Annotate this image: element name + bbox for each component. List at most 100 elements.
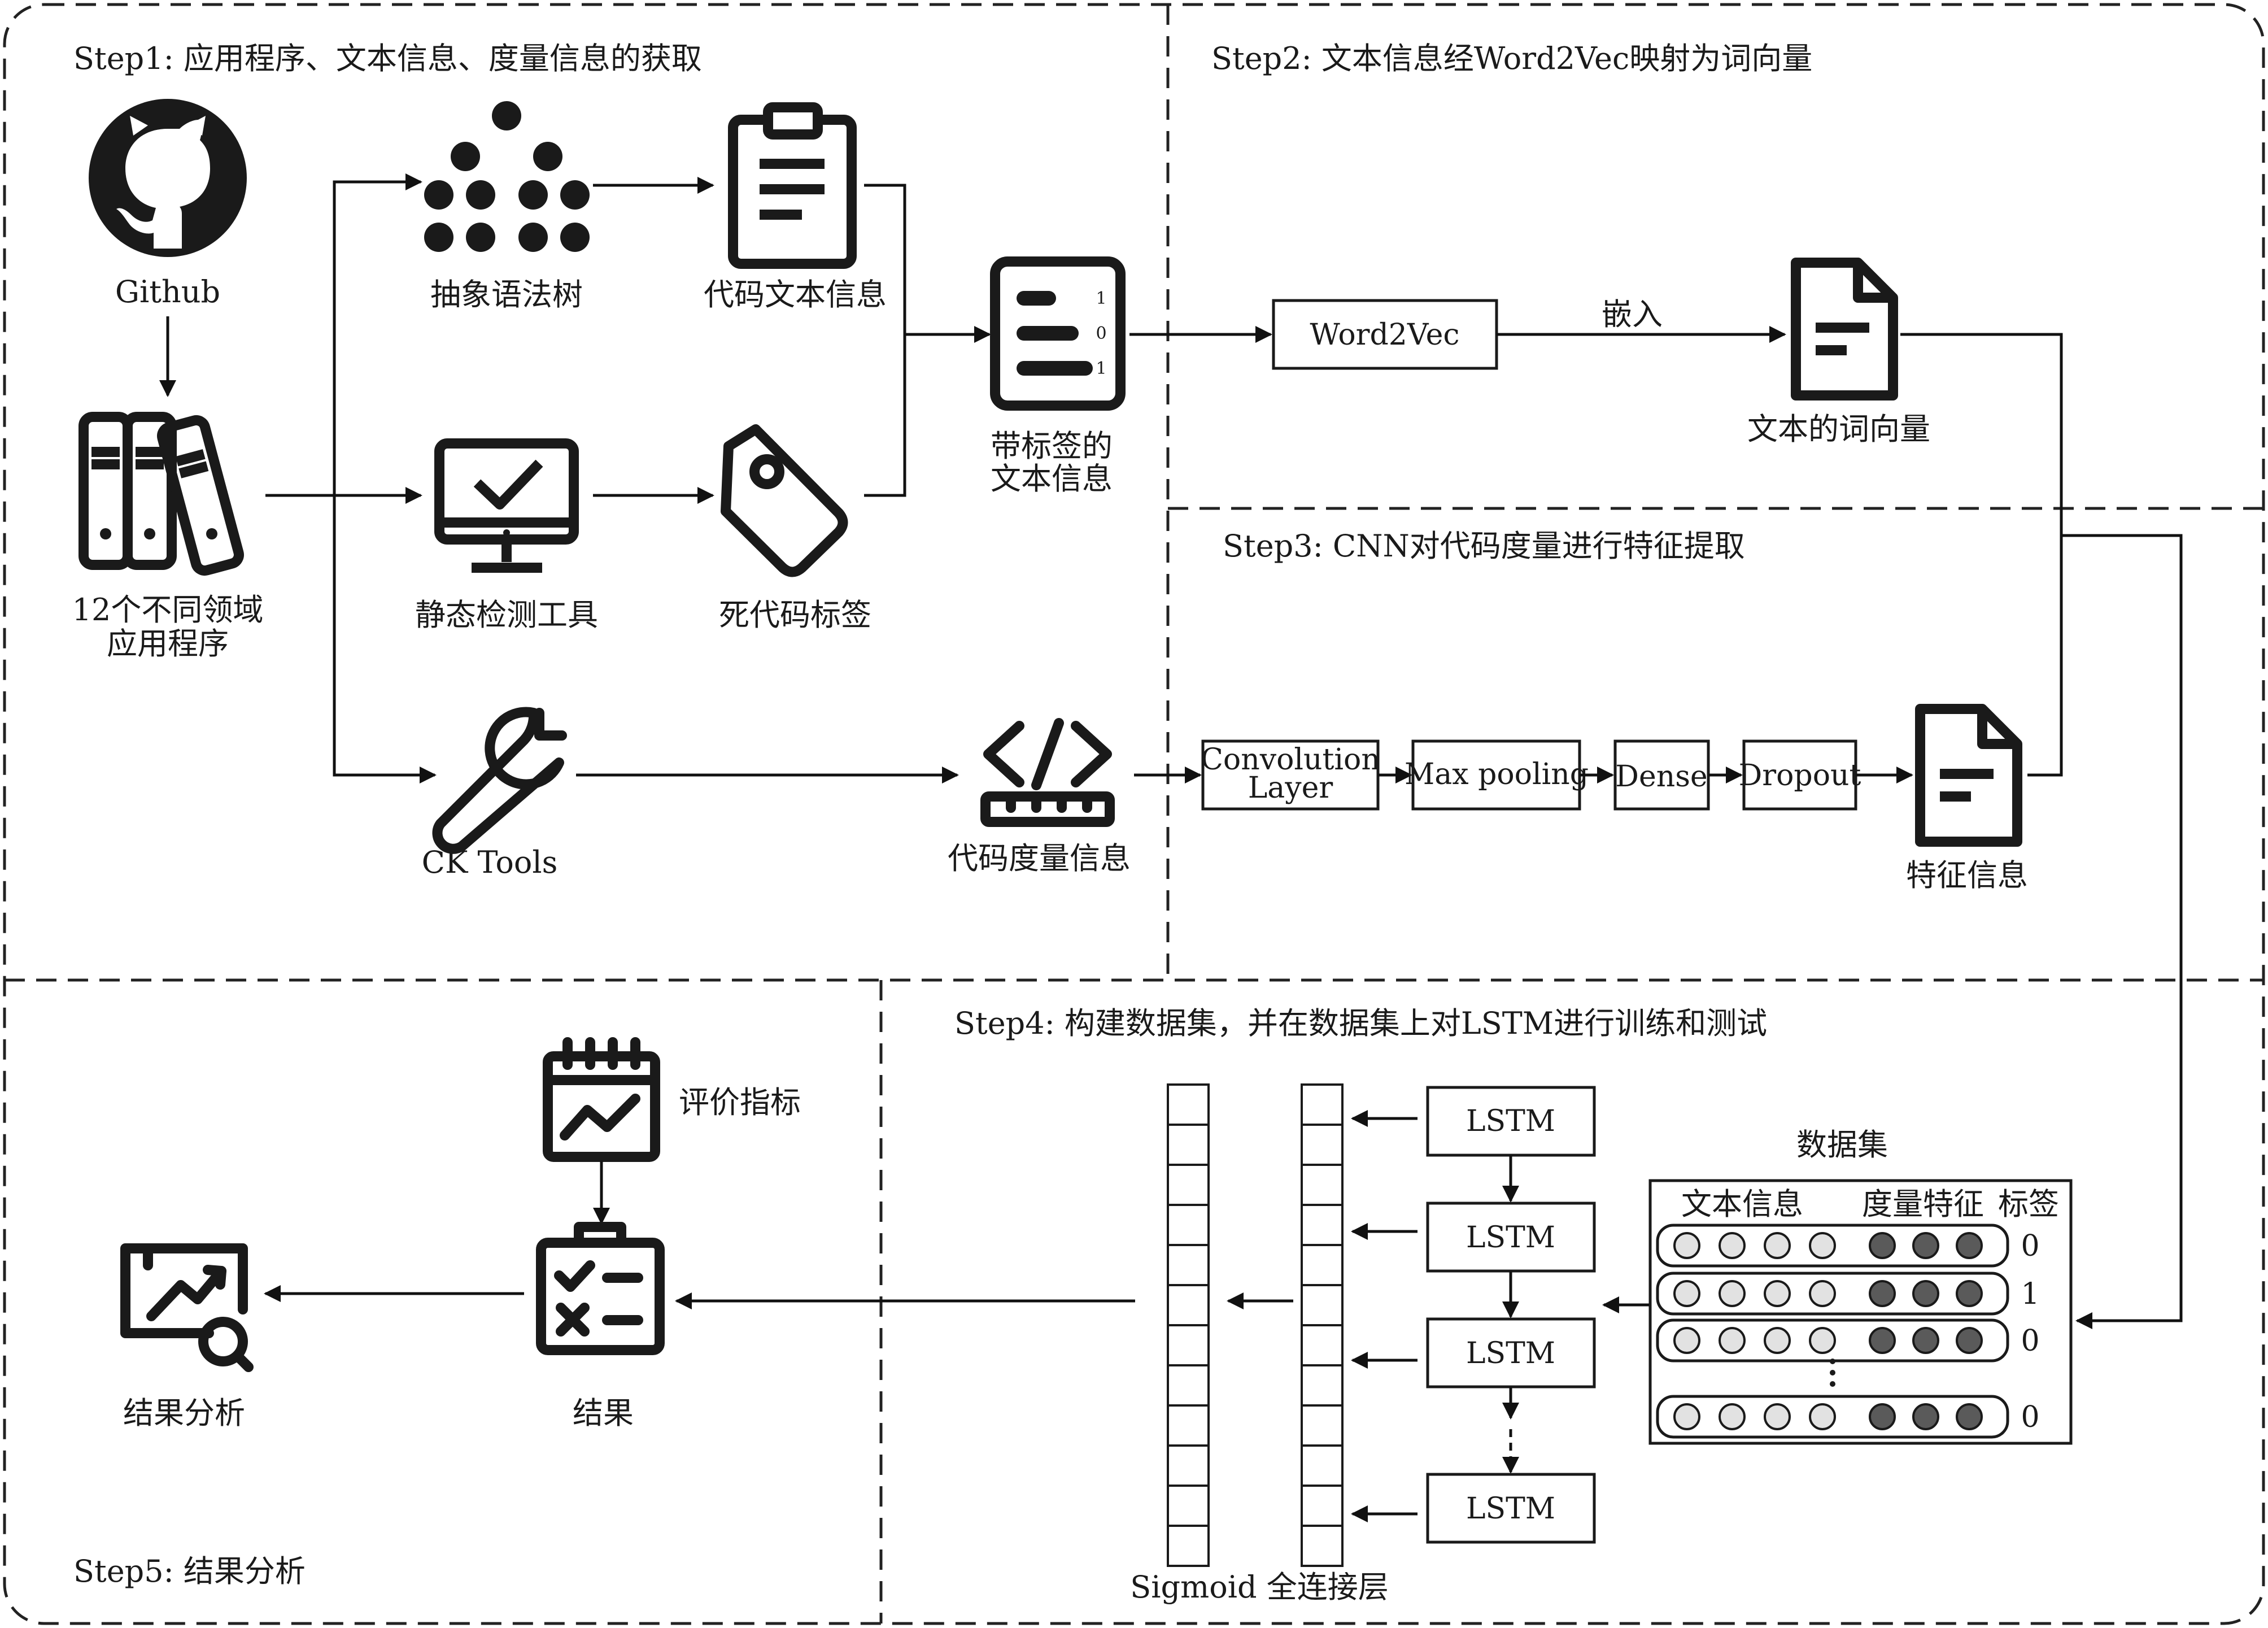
metric-feature-dot	[1956, 1403, 1983, 1430]
sigmoid-column-cell	[1167, 1324, 1210, 1366]
metric-feature-dot	[1956, 1280, 1983, 1307]
sigmoid-column-cell	[1167, 1364, 1210, 1407]
text-feature-dot	[1809, 1327, 1836, 1354]
checklist-icon	[536, 1222, 665, 1355]
sigmoid-column-cell	[1167, 1404, 1210, 1447]
dataset-row-label: 0	[2021, 1229, 2039, 1263]
text-feature-dot	[1809, 1232, 1836, 1259]
ellipsis-dot	[1830, 1359, 1835, 1364]
dataset-row-label: 1	[2021, 1277, 2039, 1311]
sigmoid-column-cell	[1167, 1244, 1210, 1286]
hidden-column-cell	[1301, 1485, 1344, 1527]
word-vector-doc-icon	[1791, 258, 1898, 401]
metric-feature-dot	[1912, 1403, 1939, 1430]
text-feature-dot	[1764, 1280, 1791, 1307]
labeled-text-line1: 带标签的	[991, 428, 1113, 464]
metrics-calendar-icon	[543, 1037, 660, 1162]
apps-label-line1: 12个不同领域	[72, 592, 264, 628]
doc-digit-1: 1	[1096, 289, 1106, 308]
sigmoid-column-cell	[1167, 1083, 1210, 1126]
metric-feature-dot	[1912, 1327, 1939, 1354]
dataset-row-label: 0	[2021, 1324, 2039, 1358]
analysis-label: 结果分析	[123, 1395, 245, 1431]
text-feature-dot	[1809, 1403, 1836, 1430]
static-tool-label: 静态检测工具	[415, 597, 598, 633]
doc-digit-3: 1	[1096, 359, 1106, 378]
metric-feature-dot	[1869, 1280, 1896, 1307]
text-feature-dot	[1764, 1232, 1791, 1259]
text-feature-dot	[1673, 1403, 1700, 1430]
embed-label: 嵌入	[1602, 297, 1663, 332]
maxpool-box	[1411, 739, 1581, 811]
binders-icon	[78, 412, 244, 576]
github-label: Github	[115, 274, 220, 310]
code-metrics-label: 代码度量信息	[948, 841, 1131, 876]
analysis-magnifier-icon	[120, 1243, 254, 1372]
lstm-box-1	[1426, 1086, 1596, 1157]
sigmoid-column-cell	[1167, 1284, 1210, 1326]
apps-branch-arrows	[265, 173, 437, 783]
dense-label: Dense	[1615, 760, 1707, 794]
dataset-rows: 0 1 0 0	[1656, 1224, 2040, 1439]
ast-label: 抽象语法树	[430, 277, 583, 312]
sigmoid-column-cell	[1167, 1485, 1210, 1527]
code-brackets-icon	[980, 718, 1115, 827]
lstm-box-2	[1426, 1202, 1596, 1273]
maxpool-label: Max pooling	[1405, 758, 1589, 791]
text-feature-dot	[1809, 1280, 1836, 1307]
features-label: 特征信息	[1906, 857, 2028, 893]
clipboard-icon	[728, 102, 857, 269]
result-label: 结果	[573, 1395, 634, 1431]
hidden-column-cell	[1301, 1244, 1344, 1286]
conv-layer-box	[1201, 739, 1380, 811]
monitor-check-icon	[434, 438, 579, 573]
hidden-column-cell	[1301, 1444, 1344, 1487]
sigmoid-label: Sigmoid 全连接层	[1130, 1569, 1389, 1605]
ellipsis-dot	[1830, 1381, 1835, 1387]
conv-label-line2: Layer	[1248, 771, 1333, 805]
ck-tools-label: CK Tools	[422, 845, 558, 880]
word2vec-box	[1272, 299, 1498, 370]
metric-feature-dot	[1912, 1232, 1939, 1259]
text-feature-dot	[1764, 1327, 1791, 1354]
lstm-to-column-arrows	[1351, 1110, 1418, 1522]
text-feature-dot	[1719, 1403, 1746, 1430]
col-metric-header: 度量特征	[1862, 1186, 1984, 1222]
step4-title: Step4: 构建数据集，并在数据集上对LSTM进行训练和测试	[954, 1005, 1767, 1041]
dataset-row-label: 0	[2021, 1400, 2039, 1434]
step3-title: Step3: CNN对代码度量进行特征提取	[1223, 528, 1745, 564]
labeled-doc-icon	[990, 256, 1126, 411]
metric-feature-dot	[1869, 1327, 1896, 1354]
apps-label-line2: 应用程序	[107, 626, 229, 661]
metric-feature-dot	[1869, 1403, 1896, 1430]
text-feature-dot	[1673, 1232, 1700, 1259]
dead-code-label: 死代码标签	[719, 597, 871, 633]
conv-label-line1: Convolution	[1201, 743, 1380, 777]
monitor-dot	[503, 529, 510, 536]
step5-title: Step5: 结果分析	[73, 1553, 306, 1589]
hidden-column-cell	[1301, 1124, 1344, 1166]
dropout-label: Dropout	[1739, 759, 1861, 793]
github-icon	[89, 99, 247, 257]
text-feature-dot	[1719, 1232, 1746, 1259]
sigmoid-column-cell	[1167, 1164, 1210, 1206]
text-feature-dot	[1673, 1327, 1700, 1354]
word2vec-label: Word2Vec	[1310, 318, 1459, 352]
merge-to-labeled-arrows	[864, 184, 991, 497]
to-dataset-connectors	[1900, 333, 2183, 1329]
text-feature-dot	[1673, 1280, 1700, 1307]
lstm-label-3: LSTM	[1466, 1337, 1555, 1370]
lstm-label-4: LSTM	[1466, 1492, 1555, 1526]
step1-title: Step1: 应用程序、文本信息、度量信息的获取	[73, 41, 702, 76]
step2-title: Step2: 文本信息经Word2Vec映射为词向量	[1211, 41, 1812, 76]
metric-feature-dot	[1956, 1232, 1983, 1259]
labeled-text-line2: 文本信息	[991, 461, 1113, 497]
sigmoid-column-cell	[1167, 1525, 1210, 1567]
dataset-title: 数据集	[1796, 1127, 1888, 1163]
col-label-header: 标签	[1998, 1186, 2059, 1222]
text-feature-dot	[1764, 1403, 1791, 1430]
code-text-label: 代码文本信息	[704, 277, 887, 312]
sigmoid-column-cell	[1167, 1124, 1210, 1166]
hidden-column-cell	[1301, 1404, 1344, 1447]
